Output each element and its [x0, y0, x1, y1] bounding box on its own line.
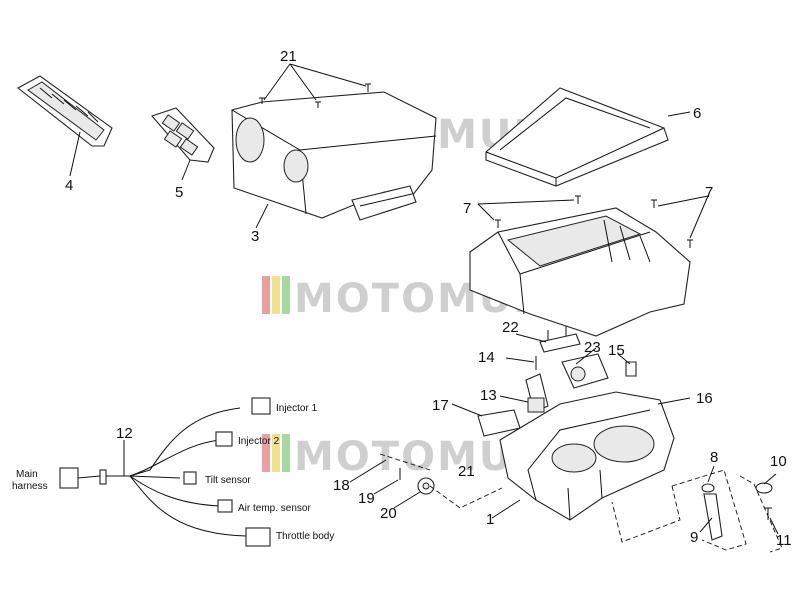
- label-throttle-body: Throttle body: [276, 531, 334, 542]
- part-22-bracket: [539, 326, 581, 353]
- callout-8: 8: [710, 449, 718, 466]
- callout-19: 19: [358, 490, 375, 507]
- callout-7-left: 7: [463, 200, 471, 217]
- callout-15: 15: [608, 342, 625, 359]
- callout-11: 11: [776, 532, 792, 549]
- callout-6: 6: [693, 105, 701, 122]
- callout-4: 4: [65, 177, 73, 194]
- callout-21-lower: 21: [458, 463, 475, 480]
- airbox-lower-body: [469, 207, 691, 337]
- callout-21: 21: [280, 48, 297, 65]
- part-13-tilt-sensor: [525, 373, 549, 413]
- callout-9: 9: [690, 529, 698, 546]
- callout-10: 10: [770, 453, 787, 470]
- callout-13: 13: [480, 387, 497, 404]
- callout-12: 12: [116, 425, 133, 442]
- callout-23: 23: [584, 339, 601, 356]
- part-3-upper-cover: [231, 91, 437, 221]
- label-main-harness: Main: [16, 469, 38, 480]
- callout-14: 14: [478, 349, 495, 366]
- callout-20: 20: [380, 505, 397, 522]
- callout-22: 22: [502, 319, 519, 336]
- part-15-sensor-block: [561, 353, 637, 389]
- callout-17: 17: [432, 397, 449, 414]
- callout-5: 5: [175, 184, 183, 201]
- parts-18-19-20-fasteners: [399, 468, 435, 495]
- label-injector-1: Injector 1: [276, 403, 318, 414]
- label-injector-2: Injector 2: [238, 436, 280, 447]
- callout-1: 1: [486, 511, 494, 528]
- callout-18: 18: [333, 477, 350, 494]
- label-air-temp-sensor: Air temp. sensor: [238, 503, 311, 514]
- label-tilt-sensor: Tilt sensor: [205, 475, 251, 486]
- screws-7: [495, 195, 693, 248]
- callout-3: 3: [251, 228, 259, 245]
- part-5-inlet-grille: [151, 107, 215, 163]
- part-12-wiring-harness: [59, 397, 271, 547]
- callout-16: 16: [696, 390, 713, 407]
- part-6-air-filter: [485, 87, 669, 187]
- part-9-drain-hose: [701, 483, 723, 541]
- part-4-intake-duct: [17, 75, 113, 147]
- part-10-11-clip-screw: [755, 482, 773, 520]
- callout-7-right: 7: [705, 184, 713, 201]
- label-main-harness-2: harness: [12, 481, 48, 492]
- screws-21-top: [259, 83, 371, 108]
- part-1-lower-tray: [499, 391, 675, 521]
